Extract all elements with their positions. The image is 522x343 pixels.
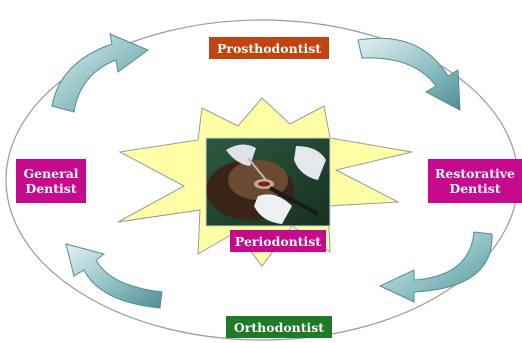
general-dentist-text-line2: Dentist [23,181,78,196]
restorative-dentist-text-line2: Dentist [435,181,515,196]
restorative-dentist-text-line1: Restorative [435,166,515,181]
prosthodontist-text: Prosthodontist [217,41,321,56]
periodontist-label: Periodontist [230,230,326,252]
general-dentist-text-line1: General [23,166,78,181]
general-dentist-label: General Dentist [16,159,86,203]
orthodontist-label: Orthodontist [226,316,332,338]
orthodontist-text: Orthodontist [234,320,324,335]
restorative-dentist-label: Restorative Dentist [428,159,522,203]
dental-procedure-photo [206,138,330,226]
periodontist-text: Periodontist [235,234,321,249]
prosthodontist-label: Prosthodontist [209,37,329,59]
